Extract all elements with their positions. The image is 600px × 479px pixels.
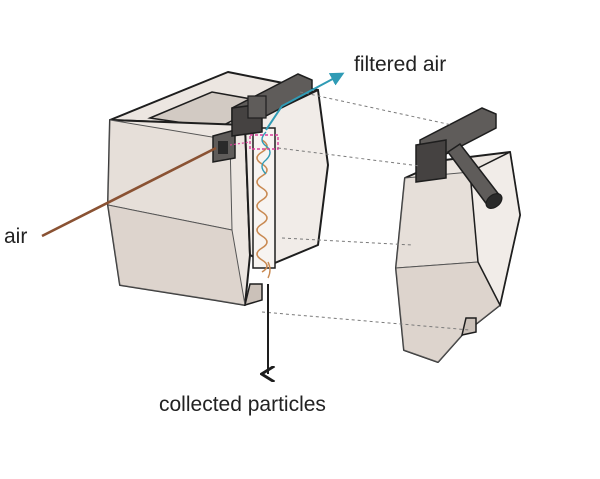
block-bottom-notch [243,283,263,307]
air-inlet-label: air [4,225,27,248]
filtered-air-label: filtered air [354,53,446,76]
alignment-lines [261,91,471,331]
half-cap-front [415,139,447,183]
particle-spiral-path [256,139,268,273]
block-facet-lower [107,204,246,306]
assembled-separator-block [107,71,329,307]
half-facet-upper [395,171,479,269]
outlet-stem [247,95,267,119]
collected-particles-label: collected particles [159,393,326,416]
separated-half-block [395,107,521,363]
half-bottom-notch [460,317,477,336]
half-facet-lower [395,261,501,363]
filtered-air-arrow [265,72,345,131]
particle-exit-curl [267,261,271,279]
incoming-air-arrow [41,146,217,238]
inlet-highlight-leader [229,141,251,146]
filtered-spiral-path [261,131,271,175]
outlet-tube [446,142,503,209]
inlet-opening [218,141,228,154]
